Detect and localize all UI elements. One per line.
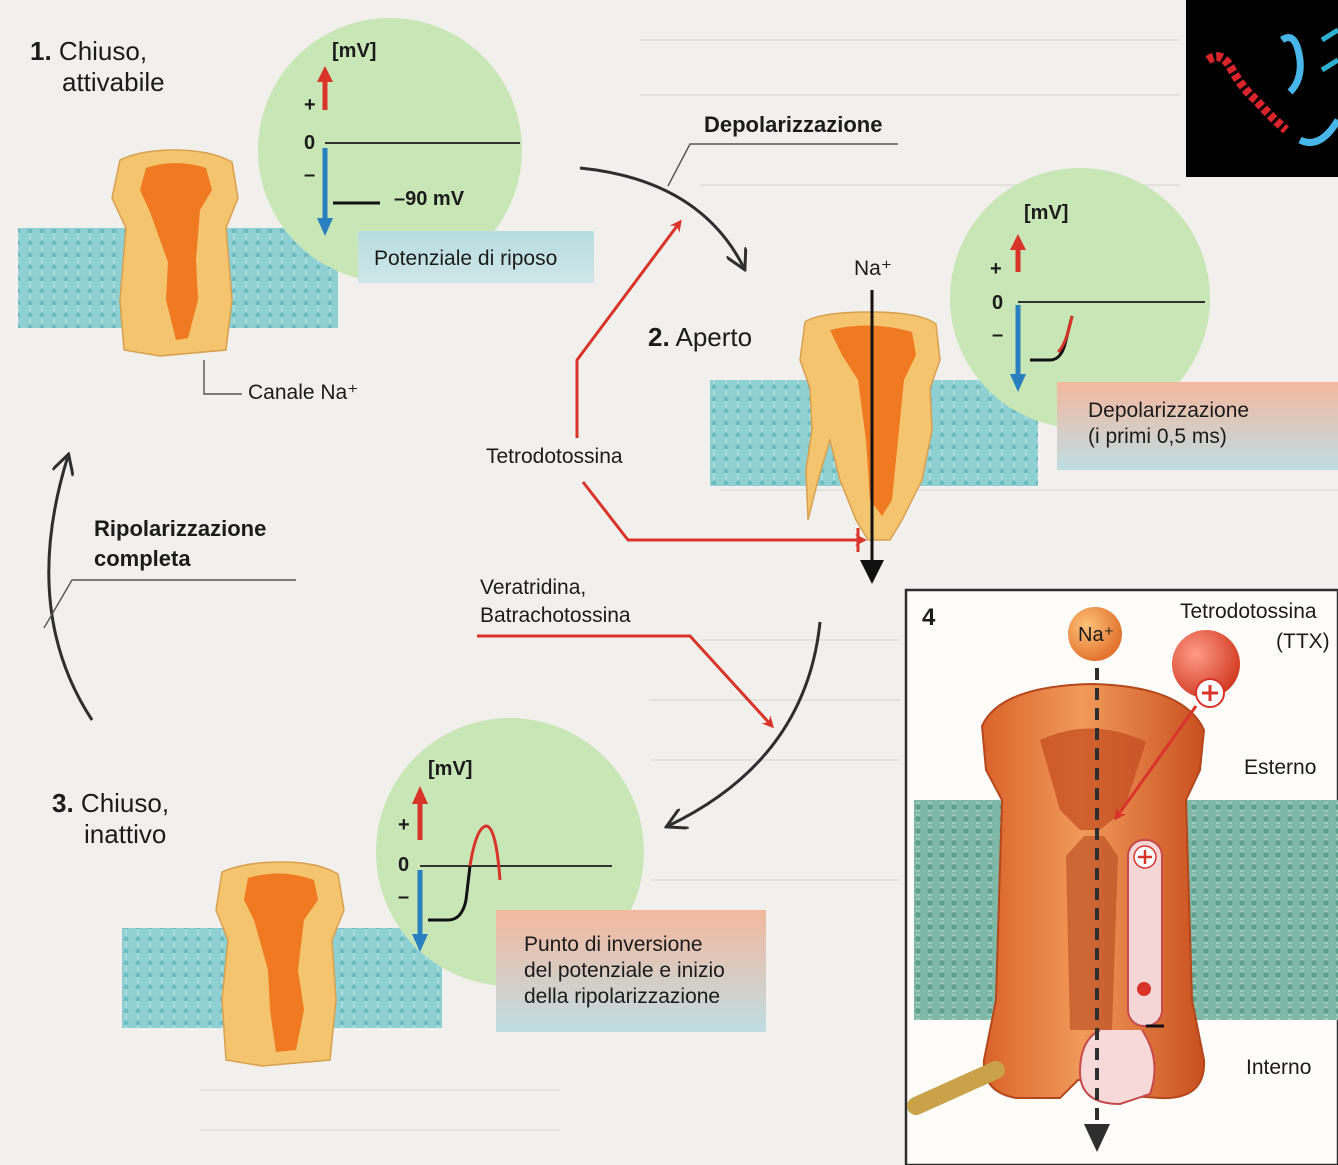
step3-label: 3. Chiuso, inattivo: [52, 788, 169, 850]
inset-ion-label: Na⁺: [1078, 622, 1114, 647]
graph3-plus: +: [398, 814, 410, 837]
depolarization-label: Depolarizzazione: [704, 112, 882, 138]
step3-number: 3.: [52, 788, 74, 818]
step1-number: 1.: [30, 36, 52, 66]
veratridine-line1: Veratridina,: [480, 576, 586, 599]
graph3-zero: 0: [398, 854, 409, 877]
graph1-plus: +: [304, 94, 316, 117]
outside-label: Esterno: [1244, 756, 1316, 780]
veratridine-label: Veratridina, Batrachotossina: [480, 574, 631, 630]
graph3-caption-line1: Punto di inversione: [524, 933, 703, 956]
step1-line2: attivabile: [62, 67, 165, 97]
step2-label: 2. Aperto: [648, 322, 752, 353]
protein-structure-thumbnail: [1186, 0, 1338, 177]
graph3-caption-line2: del potenziale e inizio: [524, 959, 725, 982]
inside-label: Interno: [1246, 1056, 1311, 1080]
inset-number: 4: [922, 604, 935, 632]
sodium-ion-label: Na⁺: [854, 256, 892, 281]
repolarization-line2: completa: [94, 546, 191, 571]
graph1-value: –90 mV: [394, 188, 464, 211]
inset-toxin-line2: (TTX): [1276, 630, 1330, 654]
graph2-plus: +: [990, 258, 1002, 281]
step3-line2: inattivo: [84, 819, 166, 849]
step1-label: 1. Chiuso, attivabile: [30, 36, 165, 98]
graph2-caption-line2: (i primi 0,5 ms): [1088, 425, 1227, 448]
graph2-unit: [mV]: [1024, 202, 1068, 225]
graph3-caption: Punto di inversione del potenziale e ini…: [510, 926, 739, 1016]
graph3-minus: –: [398, 886, 409, 909]
graph2-caption-line1: Depolarizzazione: [1088, 399, 1249, 422]
graph3-caption-line3: della ripolarizzazione: [524, 985, 720, 1008]
inset-toxin-line1: Tetrodotossina: [1180, 600, 1317, 624]
step2-text: Aperto: [675, 322, 752, 352]
graph2-minus: –: [992, 324, 1003, 347]
repolarization-line1: Ripolarizzazione: [94, 516, 266, 541]
graph1-unit: [mV]: [332, 40, 376, 63]
step2-number: 2.: [648, 322, 670, 352]
step3-line1: Chiuso,: [81, 788, 169, 818]
veratridine-line2: Batrachotossina: [480, 604, 631, 627]
repolarization-label: Ripolarizzazione completa: [94, 514, 266, 574]
graph1-caption: Potenziale di riposo: [360, 240, 571, 278]
step1-line1: Chiuso,: [59, 36, 147, 66]
graph1-minus: –: [304, 164, 315, 187]
channel-label: Canale Na⁺: [248, 380, 358, 405]
graph1-zero: 0: [304, 132, 315, 155]
graph2-zero: 0: [992, 292, 1003, 315]
graph3-unit: [mV]: [428, 758, 472, 781]
graph2-caption: Depolarizzazione (i primi 0,5 ms): [1074, 392, 1263, 456]
tetrodotoxin-label: Tetrodotossina: [486, 445, 623, 469]
